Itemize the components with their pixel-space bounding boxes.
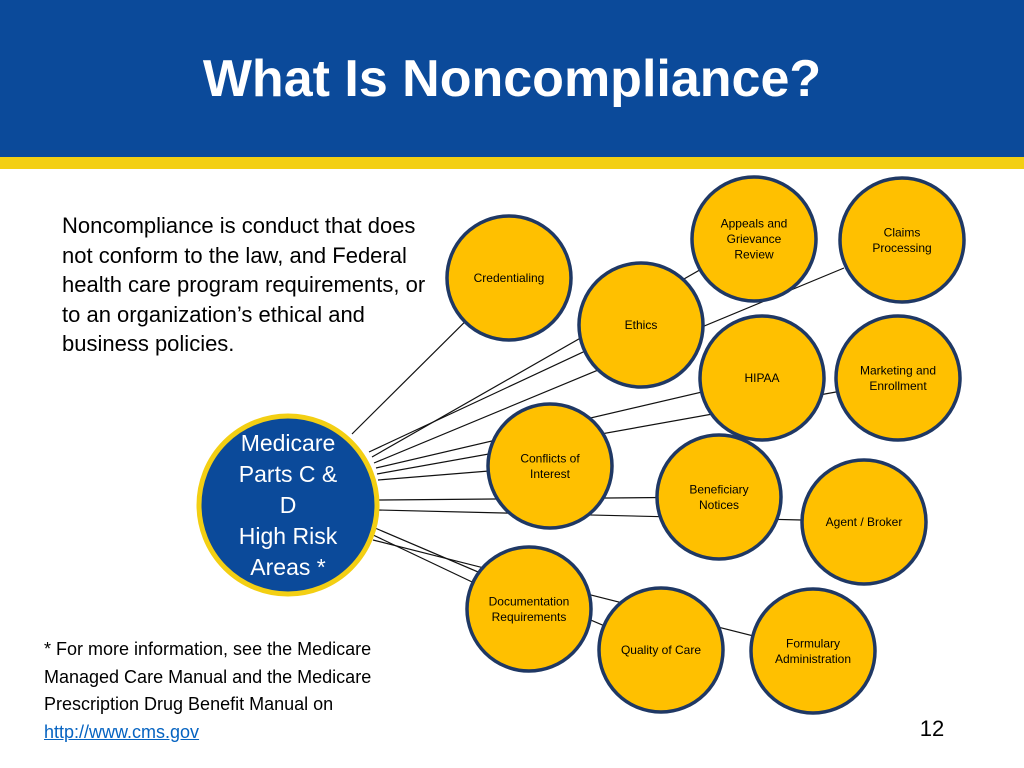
hub-label-line: Medicare (241, 430, 336, 456)
area-label-beneficiary-notices: Beneficiary (689, 482, 748, 496)
area-label-marketing-and-enrollment: Marketing and (860, 363, 936, 377)
cms-link[interactable]: http://www.cms.gov (44, 721, 200, 742)
footnote-text: * For more information, see the Medicare… (44, 639, 372, 714)
connector-appeals-and-grievance-review (371, 238, 755, 458)
area-circle-documentation-requirements (465, 545, 593, 673)
area-circle-appeals-and-grievance-review (690, 175, 818, 303)
area-circle-quality-of-care (597, 586, 725, 714)
area-node-ethics: Ethics (577, 261, 705, 389)
area-circle-conflicts-of-interest (486, 402, 614, 530)
area-label-credentialing: Credentialing (474, 271, 545, 285)
area-node-credentialing: Credentialing (445, 214, 573, 342)
area-circle-agent-broker (800, 458, 928, 586)
area-label-claims-processing: Processing (872, 241, 931, 255)
area-circle-ethics (577, 261, 705, 389)
area-node-quality-of-care: Quality of Care (597, 586, 725, 714)
area-label-conflicts-of-interest: Interest (530, 467, 571, 481)
area-circle-hipaa (698, 314, 826, 442)
hub-circle (196, 413, 380, 597)
area-label-agent-broker: Agent / Broker (826, 515, 903, 529)
area-node-agent-broker: Agent / Broker (800, 458, 928, 586)
slide-title: What Is Noncompliance? (202, 50, 822, 108)
area-label-ethics: Ethics (625, 318, 658, 332)
area-label-formulary-administration: Formulary (786, 636, 840, 650)
area-label-appeals-and-grievance-review: Appeals and (721, 217, 788, 231)
page-number: 12 (919, 716, 945, 741)
area-circle-formulary-administration (749, 587, 877, 715)
hub-label-line: D (280, 492, 297, 518)
area-node-conflicts-of-interest: Conflicts of Interest (486, 402, 614, 530)
area-node-hipaa: HIPAA (698, 314, 826, 442)
hub-label-line: High Risk (239, 523, 338, 549)
area-circle-credentialing (445, 214, 573, 342)
area-label-appeals-and-grievance-review: Grievance (727, 232, 782, 246)
area-label-quality-of-care: Quality of Care (621, 643, 701, 657)
area-label-appeals-and-grievance-review: Review (734, 248, 774, 262)
noncompliance-definition: Noncompliance is conduct that does not c… (62, 213, 426, 356)
area-label-documentation-requirements: Requirements (492, 610, 567, 624)
hub-label-line: Parts C & (239, 461, 337, 487)
footnote: * For more information, see the Medicare… (44, 636, 414, 746)
area-label-formulary-administration: Administration (775, 652, 851, 666)
area-label-conflicts-of-interest: Conflicts of (520, 451, 580, 465)
area-circle-beneficiary-notices (655, 433, 783, 561)
area-label-marketing-and-enrollment: Enrollment (869, 379, 927, 393)
area-label-claims-processing: Claims (884, 225, 921, 239)
connector-formulary-administration (372, 539, 814, 652)
area-label-beneficiary-notices: Notices (699, 498, 739, 512)
title-bar-accent-stripe (0, 157, 1024, 169)
title-bar (0, 0, 1024, 157)
hub-label-line: Areas * (250, 554, 325, 580)
area-circle-marketing-and-enrollment (834, 314, 962, 442)
area-label-hipaa: HIPAA (744, 371, 779, 385)
area-circle-claims-processing (838, 176, 966, 304)
area-label-documentation-requirements: Documentation (489, 594, 570, 608)
